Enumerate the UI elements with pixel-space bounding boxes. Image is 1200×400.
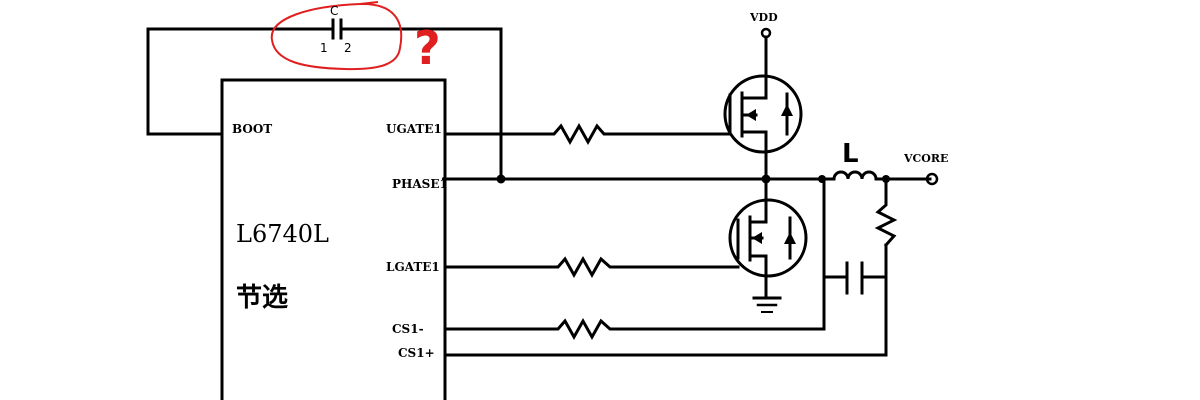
sense-resistor	[874, 177, 898, 248]
high-side-mosfet-body	[723, 74, 803, 154]
vdd-label: VDD	[749, 11, 778, 24]
pin-lgate: LGATE1	[386, 260, 440, 274]
output-inductor	[820, 170, 932, 181]
vcore-terminal	[925, 172, 939, 186]
high-side-diode-arrow	[781, 104, 793, 116]
phase-junction-dot	[496, 174, 506, 184]
chip-name: L6740L	[236, 220, 329, 248]
cs-minus-wire	[443, 177, 826, 341]
low-side-mosfet-body	[728, 198, 808, 278]
pin-phase: PHASE1	[392, 177, 448, 191]
high-side-bulk-arrow	[746, 109, 756, 121]
low-side-mosfet-drain	[748, 177, 768, 224]
bootcap-pin2: 2	[344, 41, 352, 55]
annotation-tail	[359, 1, 379, 5]
switch-node-dot	[761, 174, 771, 184]
bootcap-to-phase-wire	[342, 27, 503, 181]
ugate-wire	[443, 122, 732, 146]
pin-cs-minus: CS1-	[392, 322, 424, 336]
chip-subtitle: 节选	[236, 283, 288, 313]
low-side-mosfet-source	[748, 254, 768, 298]
inductor-right-dot	[882, 175, 890, 183]
vcore-label: VCORE	[903, 152, 948, 165]
annotation-circle	[270, 2, 403, 71]
pin-boot: BOOT	[232, 122, 272, 136]
inductor-left-dot	[818, 175, 826, 183]
ic-body	[220, 78, 447, 400]
bootcap-pin1: 1	[320, 41, 328, 55]
question-mark: ?	[414, 21, 441, 75]
high-side-mosfet-drain	[740, 78, 768, 100]
pin-cs-plus: CS1+	[398, 346, 435, 360]
low-side-diode-arrow	[784, 232, 796, 244]
phase-pin-dot	[442, 177, 446, 181]
cs-plus-wire	[443, 243, 888, 357]
boot-wire	[146, 27, 332, 136]
vdd-terminal	[760, 27, 772, 39]
pin-ugate: UGATE1	[386, 122, 442, 136]
inductor-label: L	[842, 139, 859, 169]
low-side-bulk-arrow	[752, 232, 762, 244]
bootcap-label: C	[330, 4, 338, 18]
lgate-wire	[443, 255, 740, 279]
high-side-mosfet-source	[740, 130, 768, 181]
